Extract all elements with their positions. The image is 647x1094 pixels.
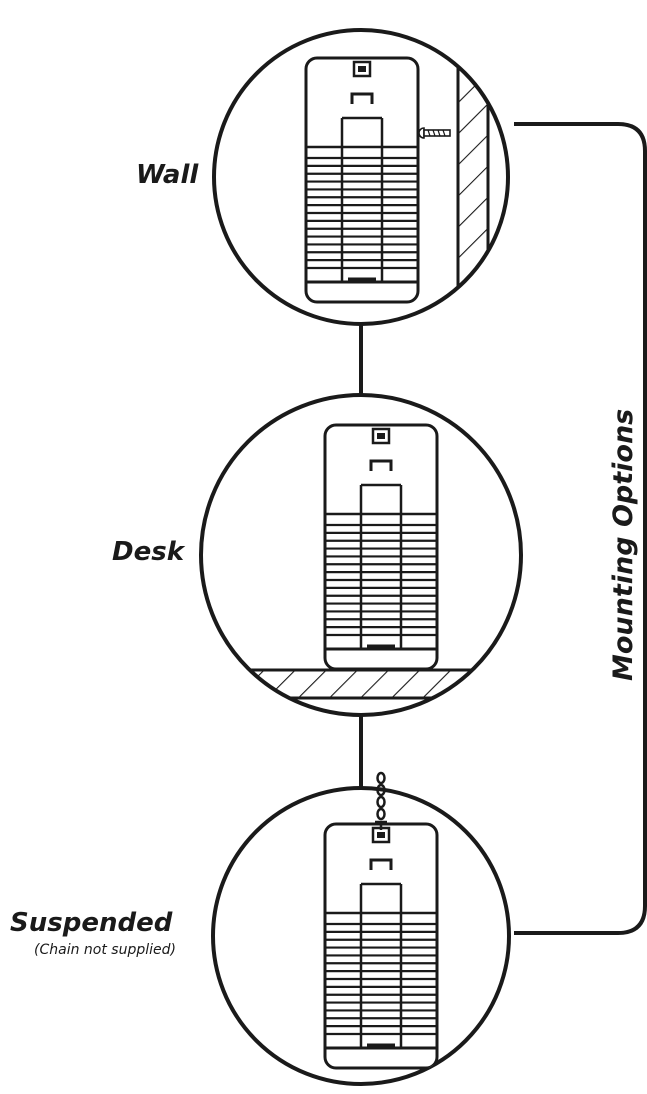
mounting-options-title: Mounting Options — [608, 408, 639, 681]
suspended-label: Suspended — [10, 908, 173, 938]
wall-surface — [456, 30, 490, 324]
desk-surface — [201, 668, 521, 700]
chain-icon — [375, 771, 387, 830]
desk-device — [323, 423, 439, 671]
wall-device — [304, 56, 420, 304]
suspended-mount-illustration — [211, 771, 511, 1086]
screw-icon — [418, 127, 451, 139]
options-bracket — [514, 122, 647, 935]
desk-label: Desk — [112, 537, 184, 567]
suspended-device — [323, 822, 439, 1070]
wall-label: Wall — [136, 160, 199, 190]
suspended-note: (Chain not supplied) — [34, 942, 176, 958]
wall-mount-illustration — [212, 28, 510, 326]
desk-mount-illustration — [199, 393, 523, 717]
